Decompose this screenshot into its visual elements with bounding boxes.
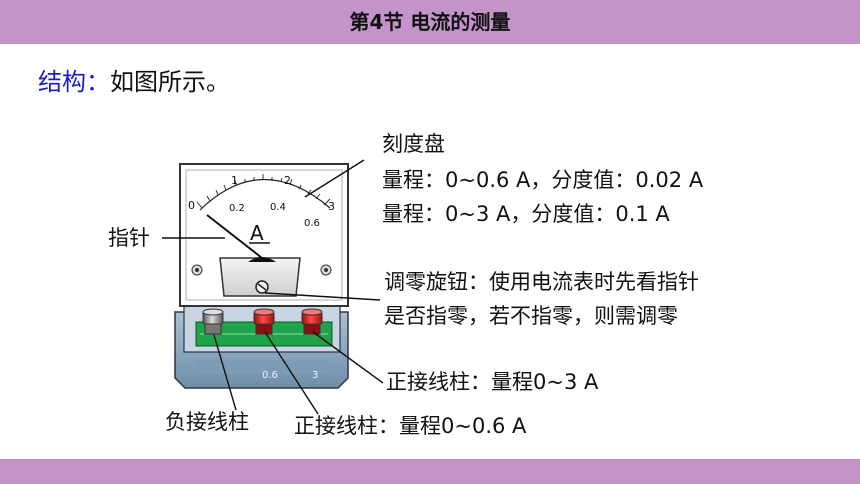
scale-bottom-02: 0.2 [229, 203, 245, 214]
header-bar: 第4节 电流的测量 [0, 0, 860, 44]
label-range-3: 量程：0~3 A，分度值：0.1 A [382, 202, 670, 226]
label-zero-knob-1: 调零旋钮：使用电流表时先看指针 [384, 270, 699, 294]
section-heading: 结构：如图所示。 [38, 62, 230, 97]
label-range-06: 量程：0~0.6 A，分度值：0.02 A [382, 168, 704, 192]
positive-terminal-06[interactable] [253, 308, 275, 335]
positive-terminal-3[interactable] [301, 308, 323, 335]
scale-top-1: 1 [231, 174, 238, 187]
unit-symbol: A [250, 221, 264, 245]
label-positive-06a: 正接线柱：量程0~0.6 A [294, 414, 527, 438]
scale-top-2: 2 [284, 174, 291, 187]
page-title: 第4节 电流的测量 [349, 10, 511, 34]
terminal-mark-06: 0.6 [262, 370, 278, 381]
scale-bottom-04: 0.4 [270, 202, 286, 213]
leader-lines [162, 159, 384, 415]
label-dial: 刻度盘 [382, 132, 445, 156]
footer-bar [0, 459, 860, 484]
label-positive-3a: 正接线柱：量程0~3 A [386, 370, 599, 394]
label-pointer: 指针 [108, 226, 150, 250]
negative-terminal[interactable] [202, 308, 224, 335]
label-zero-knob-2: 是否指零，若不指零，则需调零 [384, 304, 678, 328]
terminal-mark-3: 3 [312, 370, 318, 381]
movement-window [219, 257, 301, 297]
screw-icon [191, 264, 332, 276]
heading-text: 如图所示。 [110, 68, 230, 96]
scale-bottom-06: 0.6 [304, 218, 320, 229]
heading-colon: ： [86, 68, 110, 96]
label-negative-terminal: 负接线柱 [165, 410, 249, 434]
scale-top-0: 0 [188, 199, 195, 212]
scale-top-3: 3 [328, 200, 335, 213]
pointer-needle [206, 214, 263, 259]
heading-keyword: 结构 [38, 68, 86, 96]
scale-dial [196, 174, 331, 211]
